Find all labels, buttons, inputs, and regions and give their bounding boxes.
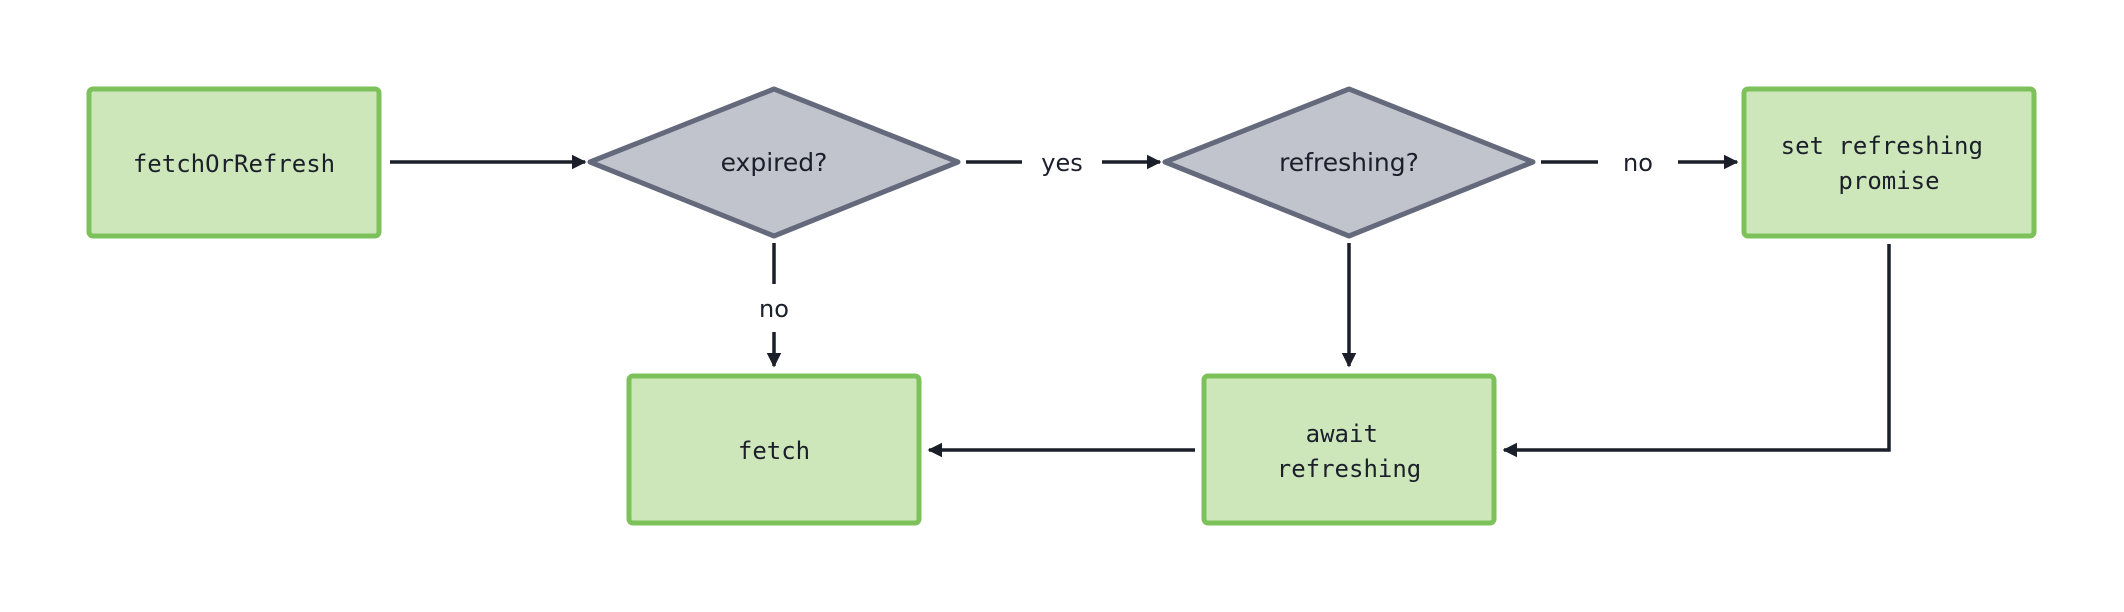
node-expired-shape [587,86,961,239]
node-fetch-or-refresh-shape [86,86,382,239]
node-set-refreshing-promise: set refreshing promise [1741,86,2037,239]
edge-label-expired-yes: yes [1041,149,1082,177]
edge-label-expired-no: no [759,295,789,323]
edge-label-refreshing-no: no [1623,149,1653,177]
node-fetch-or-refresh-label: fetchOrRefresh [133,150,335,178]
node-set-refreshing-promise-label: set refreshing promise [1781,132,1998,195]
node-fetch-or-refresh: fetchOrRefresh [86,86,382,239]
node-await-refreshing: await refreshing [1201,373,1497,526]
node-await-refreshing-label: await refreshing [1277,420,1422,483]
node-set-refreshing-promise-line-1: set refreshing [1781,132,1983,160]
node-await-refreshing-shape [1201,373,1497,526]
node-expired-label: expired? [721,148,828,177]
node-set-refreshing-promise-line-2: promise [1838,167,1939,195]
node-fetch-or-refresh-line-1: fetchOrRefresh [133,150,335,178]
node-fetch-line-1: fetch [738,437,810,465]
edge-set-promise-to-await [1502,244,1891,458]
node-refreshing-label: refreshing? [1279,148,1419,177]
node-set-refreshing-promise-shape [1741,86,2037,239]
node-fetch: fetch [626,373,922,526]
node-refreshing-shape [1162,86,1536,239]
node-fetch-label: fetch [738,437,810,465]
node-await-refreshing-line-1: await [1306,420,1378,448]
node-expired-decision: expired? [587,86,961,239]
node-fetch-shape [626,373,922,526]
node-await-refreshing-line-2: refreshing [1277,455,1422,483]
node-refreshing-decision: refreshing? [1162,86,1536,239]
